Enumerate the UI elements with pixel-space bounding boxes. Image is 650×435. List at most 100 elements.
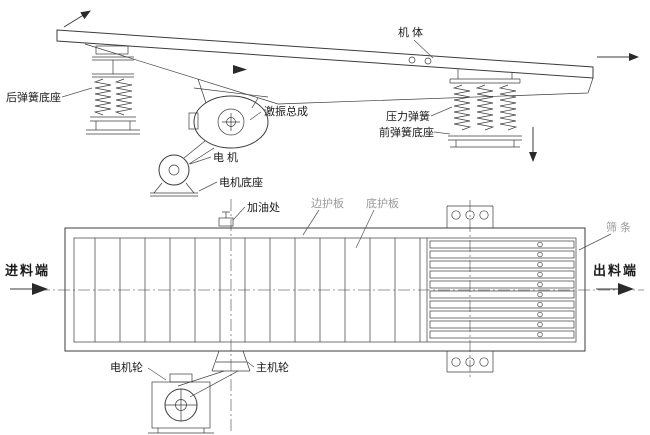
bar-bolt <box>537 251 543 258</box>
bolt <box>479 210 489 220</box>
screen-bar <box>429 320 575 329</box>
labels: 机 体 后弹簧底座 激振总成 电 机 电机底座 压力弹簧 前弹簧底座 加油处 边… <box>5 25 638 381</box>
leader-motor-base <box>198 181 218 192</box>
pressure-spring <box>475 84 495 131</box>
motor-circle <box>158 154 190 186</box>
bolt <box>465 357 475 367</box>
label-motor: 电 机 <box>213 150 238 164</box>
bar-bolt <box>537 241 543 248</box>
drive-belt <box>183 140 215 165</box>
label-screen-bars: 筛 条 <box>606 220 631 234</box>
label-side-guard-plate: 边护板 <box>311 196 344 210</box>
exciter-inner-circle <box>217 108 245 136</box>
motor-shaft <box>168 164 180 176</box>
spring-base-plate <box>448 135 522 148</box>
bar-bolt <box>537 331 543 338</box>
pressure-spring <box>498 84 518 131</box>
leader-main-wheel <box>245 360 255 368</box>
screen-bar <box>429 330 575 339</box>
leader-screen-bars <box>578 233 612 251</box>
bar-bolt <box>537 311 543 318</box>
spring-top-plate <box>449 78 521 84</box>
label-motor-base: 电机底座 <box>219 175 263 189</box>
leader-oil-point <box>232 206 246 221</box>
label-discharge-end: 出料端 <box>593 263 638 278</box>
screen-bar <box>429 260 575 269</box>
bar-bolt <box>537 271 543 278</box>
bar-bolt <box>537 281 543 288</box>
label-pressure-spring: 压力弹簧 <box>386 109 430 123</box>
screen-bar <box>429 300 575 309</box>
side-view <box>56 10 639 197</box>
spring-top-bracket <box>95 45 129 55</box>
screen-bar <box>429 250 575 259</box>
coil-spring <box>93 78 112 116</box>
coil-spring <box>114 78 133 116</box>
exciter-assembly <box>183 78 269 165</box>
label-bottom-guard-plate: 底护板 <box>366 196 399 210</box>
drive-assembly-bottom <box>148 350 251 434</box>
label-front-spring-base: 前弹簧底座 <box>379 125 434 139</box>
leader-exciter <box>249 111 262 121</box>
spring-base-plate <box>86 116 140 135</box>
spring-pedestal <box>92 56 134 78</box>
leader-motor <box>189 156 212 165</box>
leader-machine-body <box>413 39 434 59</box>
motor-mount <box>150 182 198 197</box>
trough-bottom-line <box>84 43 594 105</box>
motor-junction-box <box>169 373 193 383</box>
screen-bar <box>429 290 575 299</box>
oil-fitting-nipple <box>222 211 230 218</box>
bolt <box>451 210 461 220</box>
screen-bar <box>429 270 575 279</box>
bolt <box>451 357 461 367</box>
body-bolt <box>408 56 416 64</box>
label-feed-end: 进料端 <box>5 263 50 278</box>
rear-spring-assembly <box>86 45 140 135</box>
leader-side-guard <box>302 209 320 236</box>
rib-lines <box>94 238 428 342</box>
motor-assembly-side <box>150 154 198 197</box>
screen-bar <box>429 240 575 249</box>
exciter-center-cross <box>222 113 240 131</box>
trough-outline-outer <box>64 227 586 352</box>
screen-bar <box>429 280 575 289</box>
exciter-ellipse <box>193 95 269 149</box>
bolt <box>479 357 489 367</box>
spring-connector <box>457 69 513 79</box>
front-spring-assembly <box>448 69 522 148</box>
bracket-outline <box>446 205 494 228</box>
bar-bolt <box>537 301 543 308</box>
pressure-spring <box>452 84 472 131</box>
label-machine-body: 机 体 <box>398 25 423 39</box>
body-bolt <box>424 57 432 65</box>
motor-feet <box>148 389 214 434</box>
exciter-shaft-end <box>188 112 199 130</box>
direction-arrow-top-left <box>63 10 91 28</box>
plan-view <box>10 199 644 434</box>
leader-pressure-spring <box>430 106 453 117</box>
label-oil-filling-point: 加油处 <box>247 200 280 214</box>
bar-bolt <box>537 291 543 298</box>
bar-bolt <box>537 321 543 328</box>
flow-arrow-small <box>233 65 247 74</box>
leader-front-spring-base <box>433 131 451 135</box>
label-motor-wheel: 电机轮 <box>110 360 143 374</box>
bolt <box>465 210 475 220</box>
screen-bars <box>429 240 575 339</box>
bolt-bracket-top <box>446 205 494 228</box>
oil-fitting <box>218 211 234 227</box>
label-rear-spring-base: 后弹簧底座 <box>6 90 61 104</box>
leader-bottom-guard <box>355 209 375 249</box>
leader-motor-wheel <box>147 367 167 381</box>
screen-bar <box>429 310 575 319</box>
label-exciter-assembly: 激振总成 <box>264 104 308 118</box>
bolt-bracket-bottom <box>446 351 494 373</box>
exciter-bracket <box>193 78 269 109</box>
trough-outline-inner <box>73 237 577 343</box>
bar-bolt <box>537 261 543 268</box>
leader-rear-spring-base <box>61 87 93 98</box>
drive-belt <box>177 370 239 398</box>
